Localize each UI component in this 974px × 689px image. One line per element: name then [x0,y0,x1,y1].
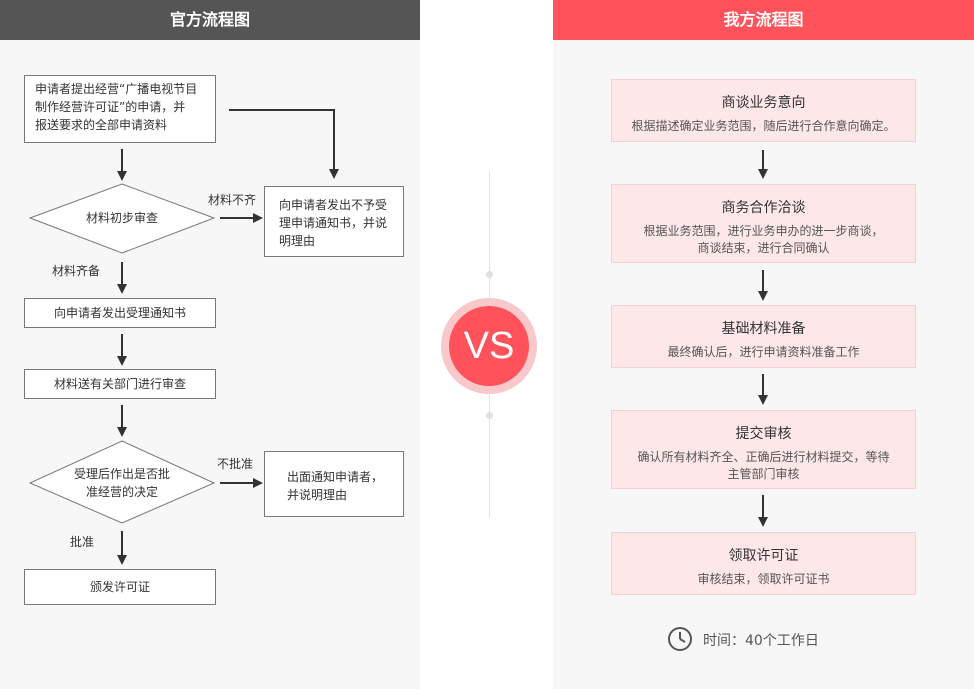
step-apply-line1: 申请者提出经营“广播电视节目 [35,82,198,96]
our-step-4-desc-line1: 确认所有材料齐全、正确后进行材料提交，等待 [637,450,890,464]
reject1-box: 向申请者发出不予受 理申请通知书，并说 明理由 [264,186,404,257]
step-apply-line3: 报送要求的全部申请资料 [35,118,168,132]
reject2-line1: 出面通知申请者， [287,470,384,484]
vs-label: VS [449,306,529,386]
decision2-label: 受理后作出是否批 准经营的决定 [60,465,184,501]
clock-icon [668,627,692,651]
our-step-5-desc-line1: 审核结束，领取许可证书 [697,572,830,586]
decision2-line2: 准经营的决定 [85,485,158,499]
our-flow-title: 我方流程图 [553,0,974,40]
decision1-diamond [28,183,216,254]
divider-dot-bottom [486,412,493,419]
label-complete: 材料齐备 [52,264,101,278]
reject1-line3: 明理由 [279,234,316,248]
reject1-line1: 向申请者发出不予受 [279,198,388,212]
our-step-5: 领取许可证 审核结束，领取许可证书 [611,532,916,595]
step-apply-box: 申请者提出经营“广播电视节目 制作经营许可证”的申请，并 报送要求的全部申请资料 [24,75,216,143]
decision1-label: 材料初步审查 [85,211,158,225]
time-text: 时间：40个工作日 [703,633,819,649]
label-incomplete: 材料不齐 [208,193,257,207]
our-step-1: 商谈业务意向 根据描述确定业务范围，随后进行合作意向确定。 [611,79,916,142]
our-step-1-title: 商谈业务意向 [721,95,806,111]
reject2-line2: 并说明理由 [287,488,348,502]
step-apply-line2: 制作经营许可证”的申请，并 [35,100,186,114]
step-review-box: 材料送有关部门进行审查 [24,369,216,399]
our-step-3-desc: 最终确认后，进行申请资料准备工作 [612,344,915,361]
vs-badge: VS [441,298,537,394]
divider-dot-top [486,271,493,278]
reject1-line2: 理申请通知书，并说 [279,216,388,230]
arrow-step1-reject1 [229,109,339,179]
our-step-4: 提交审核 确认所有材料齐全、正确后进行材料提交，等待 主管部门审核 [611,410,916,489]
our-step-5-desc: 审核结束，领取许可证书 [612,571,915,588]
step-accept-notice-box: 向申请者发出受理通知书 [24,298,216,328]
our-step-1-desc: 根据描述确定业务范围，随后进行合作意向确定。 [612,118,915,135]
label-reject: 不批准 [217,457,254,471]
our-step-4-title: 提交审核 [735,426,792,442]
our-step-3-desc-line1: 最终确认后，进行申请资料准备工作 [667,345,860,359]
decision2-line1: 受理后作出是否批 [73,467,170,481]
label-approve: 批准 [70,535,95,549]
our-step-4-desc: 确认所有材料齐全、正确后进行材料提交，等待 主管部门审核 [612,449,915,483]
our-step-2-title: 商务合作洽谈 [721,200,806,216]
our-step-2-desc-line2: 商谈结束，进行合同确认 [697,241,830,255]
our-step-2-desc: 根据业务范围，进行业务申办的进一步商谈， 商谈结束，进行合同确认 [612,223,915,257]
our-step-2: 商务合作洽谈 根据业务范围，进行业务申办的进一步商谈， 商谈结束，进行合同确认 [611,184,916,263]
our-step-1-desc-line1: 根据描述确定业务范围，随后进行合作意向确定。 [631,119,896,133]
our-step-2-desc-line1: 根据业务范围，进行业务申办的进一步商谈， [643,224,884,238]
our-step-3-title: 基础材料准备 [721,321,806,337]
reject2-box: 出面通知申请者， 并说明理由 [264,451,404,517]
our-step-5-title: 领取许可证 [728,548,799,564]
official-flow-title: 官方流程图 [0,0,420,40]
step-issue-license-box: 颁发许可证 [24,569,216,605]
our-step-4-desc-line2: 主管部门审核 [727,467,800,481]
our-step-3: 基础材料准备 最终确认后，进行申请资料准备工作 [611,305,916,368]
decision2-diamond [28,440,216,524]
